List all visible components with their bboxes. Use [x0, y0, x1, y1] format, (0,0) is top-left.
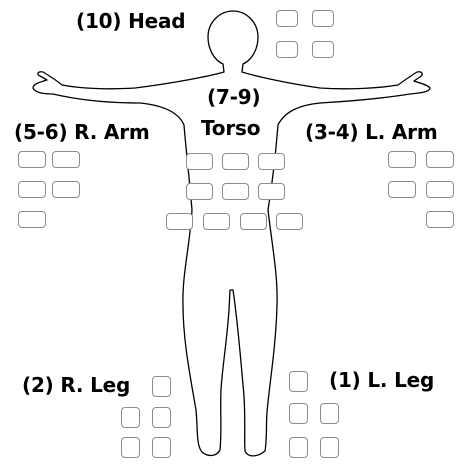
right-leg-label: (2) R. Leg [22, 373, 131, 397]
torso-checkbox[interactable] [258, 153, 285, 170]
right-arm-checkbox[interactable] [18, 211, 46, 228]
body-outline [32, 10, 431, 457]
right-arm-checkbox[interactable] [52, 151, 80, 168]
torso-checkbox[interactable] [186, 183, 213, 200]
head-label: (10) Head [76, 9, 186, 33]
torso-checkbox[interactable] [166, 213, 193, 230]
left-arm-checkbox[interactable] [426, 151, 454, 168]
right-leg-checkbox[interactable] [121, 407, 140, 428]
left-leg-label: (1) L. Leg [329, 368, 435, 392]
torso-checkbox[interactable] [203, 213, 230, 230]
right-leg-checkbox[interactable] [121, 437, 140, 458]
torso-range-label: (7-9) [207, 85, 261, 109]
right-leg-checkbox[interactable] [152, 376, 171, 397]
left-arm-checkbox[interactable] [388, 151, 416, 168]
right-arm-checkbox[interactable] [18, 181, 46, 198]
left-leg-checkbox[interactable] [289, 371, 308, 392]
left-leg-checkbox[interactable] [289, 403, 308, 424]
left-arm-checkbox[interactable] [388, 181, 416, 198]
torso-checkbox[interactable] [276, 213, 303, 230]
left-leg-checkbox[interactable] [320, 437, 339, 458]
head-checkbox[interactable] [312, 10, 334, 27]
right-arm-checkbox[interactable] [18, 151, 46, 168]
torso-checkbox[interactable] [186, 153, 213, 170]
right-leg-checkbox[interactable] [152, 407, 171, 428]
left-arm-label: (3-4) L. Arm [305, 120, 438, 144]
left-arm-checkbox[interactable] [426, 181, 454, 198]
right-arm-checkbox[interactable] [52, 181, 80, 198]
head-checkbox[interactable] [312, 41, 334, 58]
torso-checkbox[interactable] [240, 213, 267, 230]
torso-checkbox[interactable] [258, 183, 285, 200]
head-checkbox[interactable] [276, 10, 298, 27]
torso-label: Torso [201, 116, 261, 140]
left-leg-checkbox[interactable] [289, 437, 308, 458]
torso-checkbox[interactable] [222, 183, 249, 200]
left-arm-checkbox[interactable] [426, 211, 454, 228]
torso-checkbox[interactable] [222, 153, 249, 170]
head-checkbox[interactable] [276, 41, 298, 58]
right-arm-label: (5-6) R. Arm [14, 120, 150, 144]
left-leg-checkbox[interactable] [320, 403, 339, 424]
right-leg-checkbox[interactable] [152, 437, 171, 458]
